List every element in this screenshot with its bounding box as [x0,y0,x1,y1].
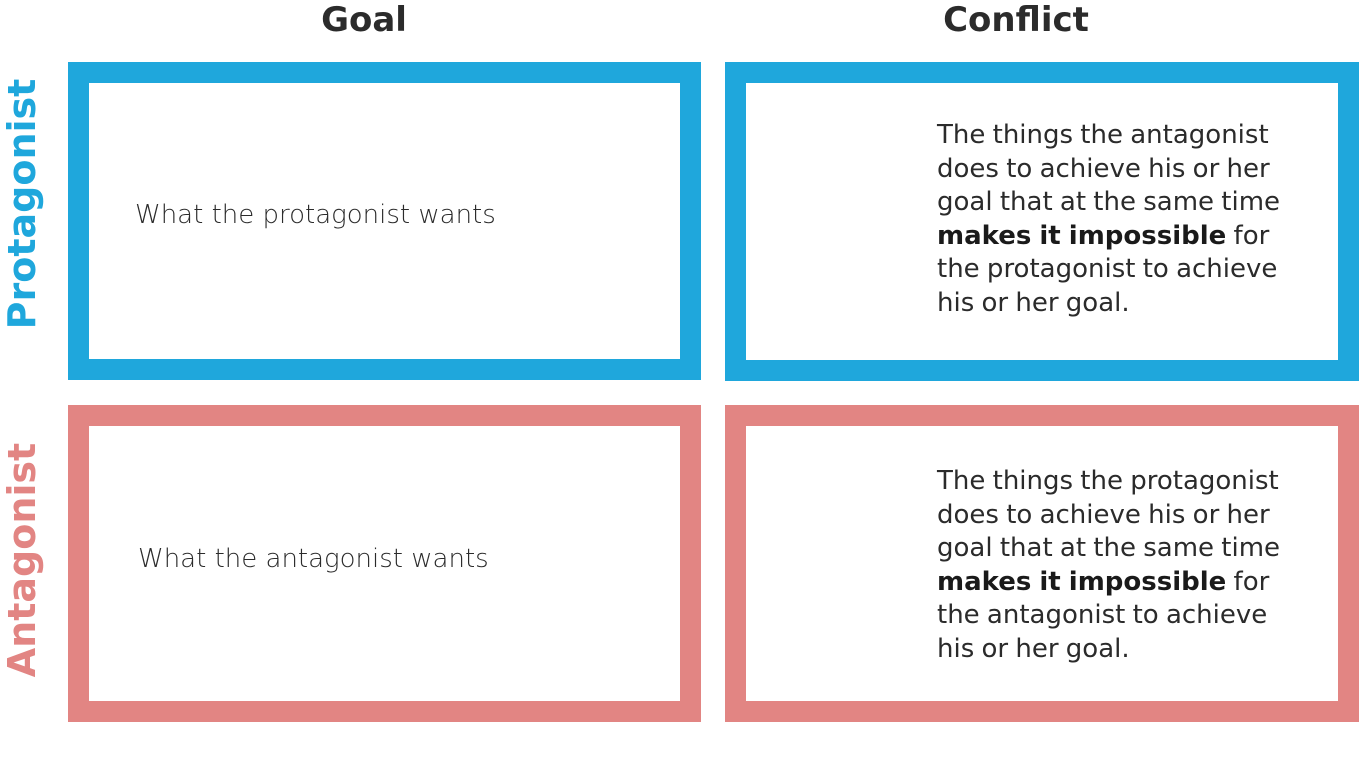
protagonist-conflict-text-end: for the protagonist to achieve his or he… [937,220,1278,318]
antagonist-conflict-text-end: for the antagonist to achieve his or her… [937,566,1270,664]
antagonist-goal-text: What the antagonist wants [138,544,489,574]
antagonist-conflict-emphasis: makes it impossible [937,566,1227,597]
protagonist-goal-text: What the protagonist wants [135,200,496,230]
antagonist-conflict-text: The things the protagonist does to achie… [937,465,1297,666]
conflict-column-header: Conflict [943,0,1089,40]
protagonist-goal-box [68,62,701,380]
protagonist-conflict-box [725,62,1359,381]
protagonist-row-label: Protagonist [0,78,44,330]
protagonist-conflict-text-start: The things the antagonist does to achiev… [937,120,1281,217]
antagonist-conflict-text-start: The things the protagonist does to achie… [937,466,1281,563]
protagonist-conflict-text: The things the antagonist does to achiev… [937,119,1297,320]
antagonist-goal-box [68,405,701,722]
goal-column-header: Goal [321,0,407,40]
antagonist-row-label: Antagonist [0,442,44,678]
antagonist-conflict-box [725,405,1359,722]
protagonist-conflict-emphasis: makes it impossible [937,220,1227,251]
